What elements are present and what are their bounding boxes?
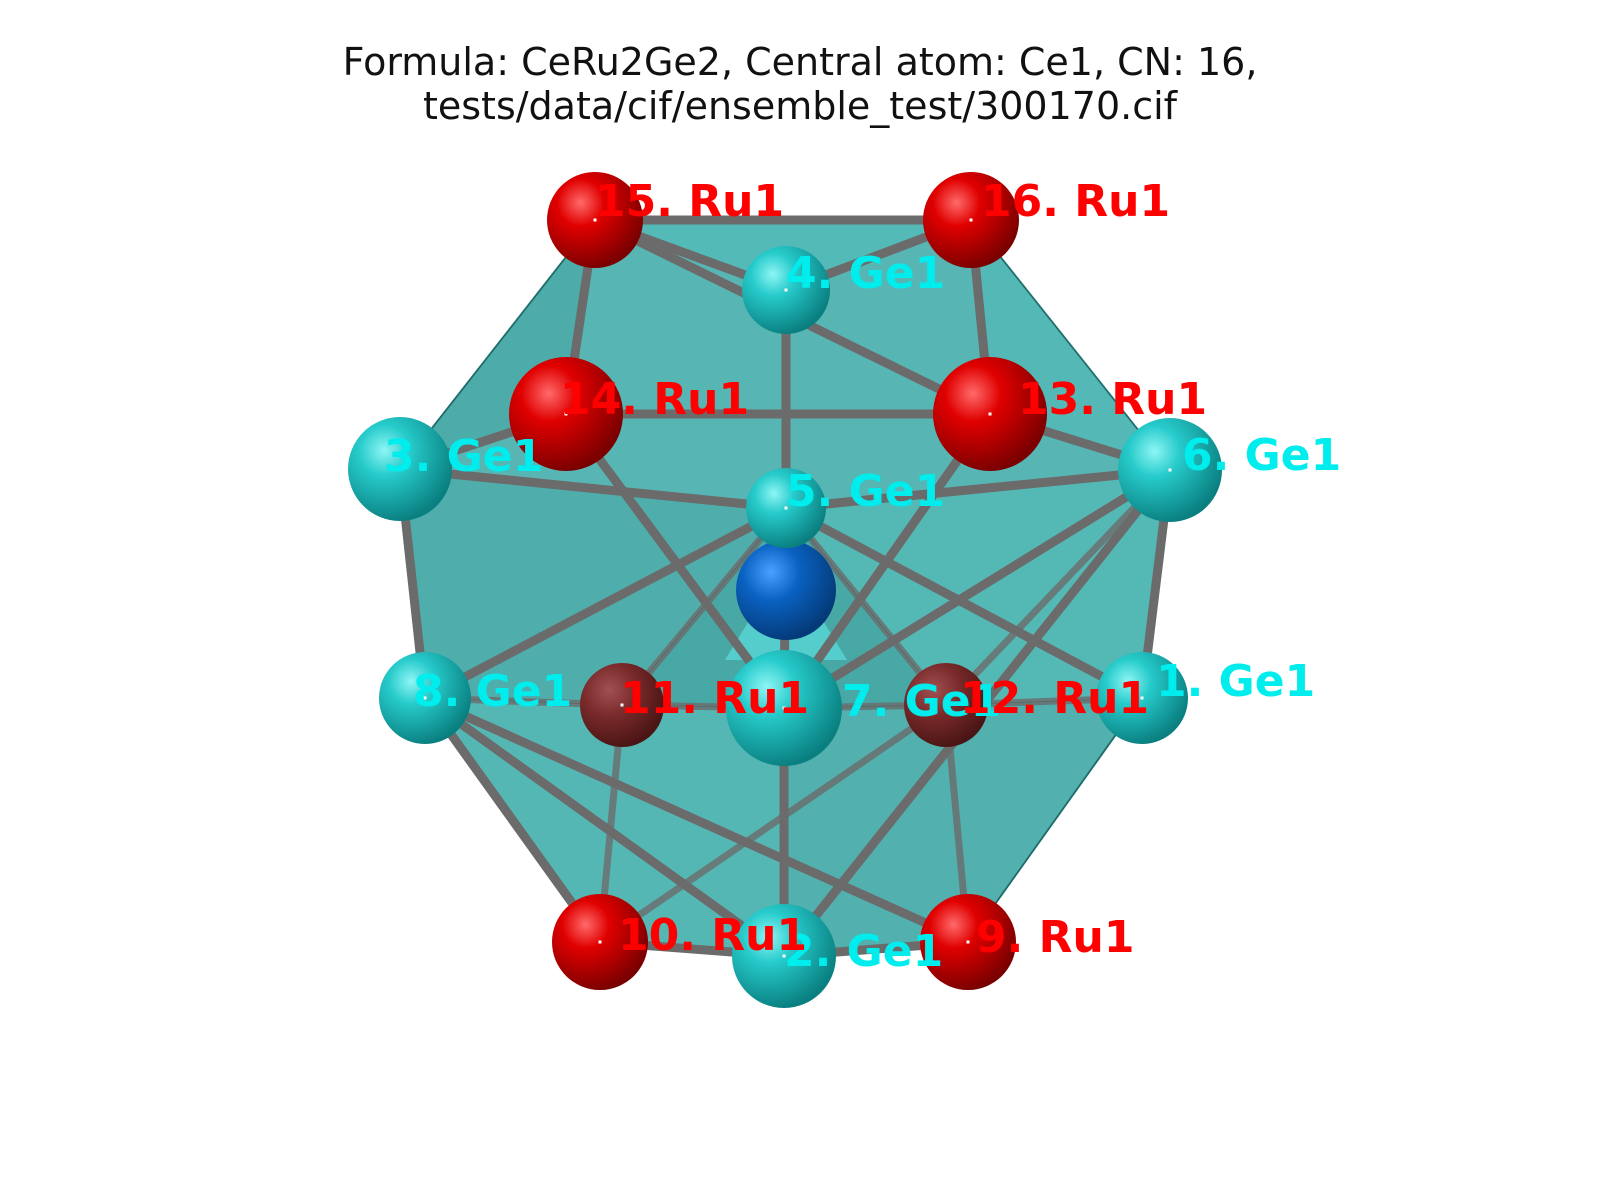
atom-label-6: 6. Ge1: [1182, 430, 1341, 481]
atom-label-14: 14. Ru1: [560, 374, 749, 425]
bond-6-12: [942, 466, 1174, 709]
atom-center-marker: [398, 467, 402, 471]
bond-5-1: [781, 503, 1147, 703]
bond-6-7: [779, 465, 1175, 713]
atom-label-12: 12. Ru1: [960, 673, 1149, 724]
atom-label-5: 5. Ge1: [786, 466, 945, 517]
atom-label-2: 2. Ge1: [784, 926, 943, 977]
atom-center-marker: [784, 506, 788, 510]
bond-12-10: [596, 701, 950, 946]
atom-center-marker: [966, 940, 970, 944]
bond-8-10: [420, 693, 605, 947]
atom-center-marker: [593, 218, 597, 222]
title-line-1: Formula: CeRu2Ge2, Central atom: Ce1, CN…: [342, 40, 1258, 84]
atom-label-4: 4. Ge1: [786, 248, 945, 299]
figure-title: Formula: CeRu2Ge2, Central atom: Ce1, CN…: [0, 40, 1600, 128]
atom-labels: 1. Ge1 2. Ge1 3. Ge1 4. Ge1 5. Ge1 6. Ge1 7. G…: [384, 176, 1341, 977]
atom-center-marker: [423, 696, 427, 700]
bond-14-7: [561, 409, 789, 713]
atom-center-marker: [944, 703, 948, 707]
atom-center-marker: [969, 218, 973, 222]
atom-label-8: 8. Ge1: [413, 666, 572, 717]
atom-label-13: 13. Ru1: [1018, 374, 1207, 425]
atom-label-1: 1. Ge1: [1156, 656, 1315, 707]
atom-label-11: 11. Ru1: [620, 673, 809, 724]
atoms: [348, 172, 1222, 1008]
atom-center-marker: [1168, 468, 1172, 472]
atom-label-9: 9. Ru1: [976, 912, 1134, 963]
atom-label-7: 7. Ge1: [842, 676, 1001, 727]
bond-5-12: [782, 504, 950, 709]
bond-8-2: [420, 693, 789, 961]
bond-5-11: [618, 504, 790, 709]
atom-label-3: 3. Ge1: [384, 431, 543, 482]
atom-center-marker: [782, 706, 786, 710]
central-atom-ce: [736, 540, 836, 640]
atom-center-marker: [784, 288, 788, 292]
bond-5-6: [781, 465, 1175, 513]
atom-label-16: 16. Ru1: [981, 176, 1170, 227]
title-line-2: tests/data/cif/ensemble_test/300170.cif: [422, 84, 1178, 128]
bond-3-5: [395, 464, 791, 513]
bond-5-8: [420, 503, 791, 703]
atom-center-marker: [598, 940, 602, 944]
atom-label-10: 10. Ru1: [618, 910, 807, 961]
atom-label-15: 15. Ru1: [595, 176, 784, 227]
atom-center-marker: [620, 703, 624, 707]
atom-center-marker: [988, 412, 992, 416]
atom-center-marker: [782, 954, 786, 958]
bond-8-9: [420, 693, 973, 947]
atom-center-marker: [564, 412, 568, 416]
atom-center-marker: [1140, 696, 1144, 700]
